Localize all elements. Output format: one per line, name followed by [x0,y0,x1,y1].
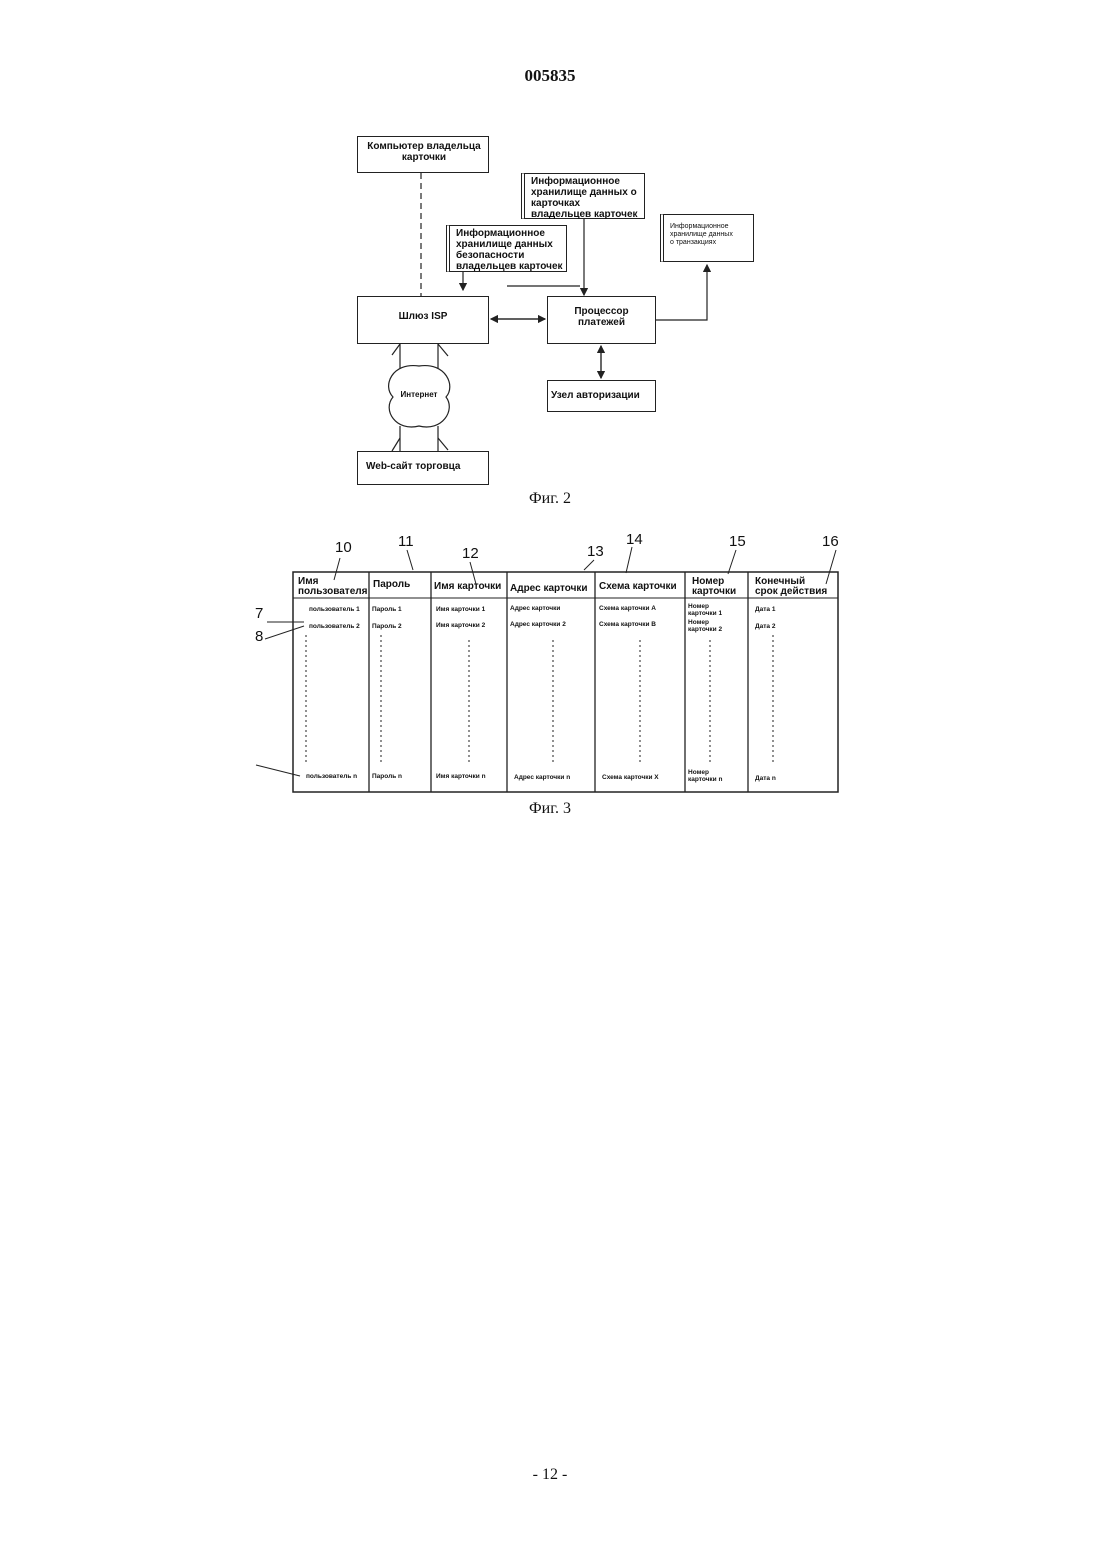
header-line: Пароль [373,580,410,590]
table-cell: Дата 2 [755,623,775,630]
header-line: карточки [692,587,736,597]
column-header-expiry: Конечный срок действия [755,577,827,597]
ref-number-8: 8 [255,628,263,645]
table-cell: Пароль n [372,773,402,780]
ref-number-12: 12 [462,545,479,562]
column-header-card-name: Имя карточки [434,582,501,592]
ref-number-14: 14 [626,531,643,548]
cell-line: карточки 2 [688,626,722,633]
figure-3-caption: Фиг. 3 [500,800,600,818]
table-cell: Имя карточки n [436,773,486,780]
table-cell: Адрес карточки [510,605,560,612]
cell-line: Номер [688,603,722,610]
table-cell: Номер карточки n [688,769,722,783]
column-header-card-number: Номер карточки [692,577,736,597]
table-cell: Имя карточки 2 [436,622,485,629]
ref-number-15: 15 [729,533,746,550]
header-line: пользователя [298,587,367,597]
cell-line: Номер [688,769,722,776]
table-cell: Адрес карточки 2 [510,621,566,628]
column-header-user-name: Имя пользователя [298,577,367,597]
table-cell: Имя карточки 1 [436,606,485,613]
cell-line: Номер [688,619,722,626]
table-cell: Номер карточки 1 [688,603,722,617]
table-cell: Схема карточки В [599,621,656,628]
table-cell: Номер карточки 2 [688,619,722,633]
table-cell: Пароль 2 [372,623,402,630]
column-header-password: Пароль [373,580,410,590]
table-cell: пользователь n [306,773,357,780]
cell-line: карточки 1 [688,610,722,617]
ref-number-13: 13 [587,543,604,560]
table-cell: Дата n [755,775,776,782]
cell-line: карточки n [688,776,722,783]
ref-number-10: 10 [335,539,352,556]
header-line: срок действия [755,587,827,597]
header-line: Адрес карточки [510,584,588,594]
page-number: - 12 - [0,1466,1100,1484]
header-line: Схема карточки [599,582,677,592]
ref-number-7: 7 [255,605,263,622]
table-cell: Схема карточки X [602,774,659,781]
table-cell: пользователь 1 [309,606,360,613]
ref-number-11: 11 [398,533,414,550]
table-cell: Дата 1 [755,606,775,613]
table-cell: пользователь 2 [309,623,360,630]
table-cell: Схема карточки А [599,605,656,612]
column-header-card-address: Адрес карточки [510,584,588,594]
table-cell: Пароль 1 [372,606,402,613]
ref-number-16: 16 [822,533,839,550]
column-header-card-scheme: Схема карточки [599,582,677,592]
table-cell: Адрес карточки n [514,774,570,781]
header-line: Имя карточки [434,582,501,592]
